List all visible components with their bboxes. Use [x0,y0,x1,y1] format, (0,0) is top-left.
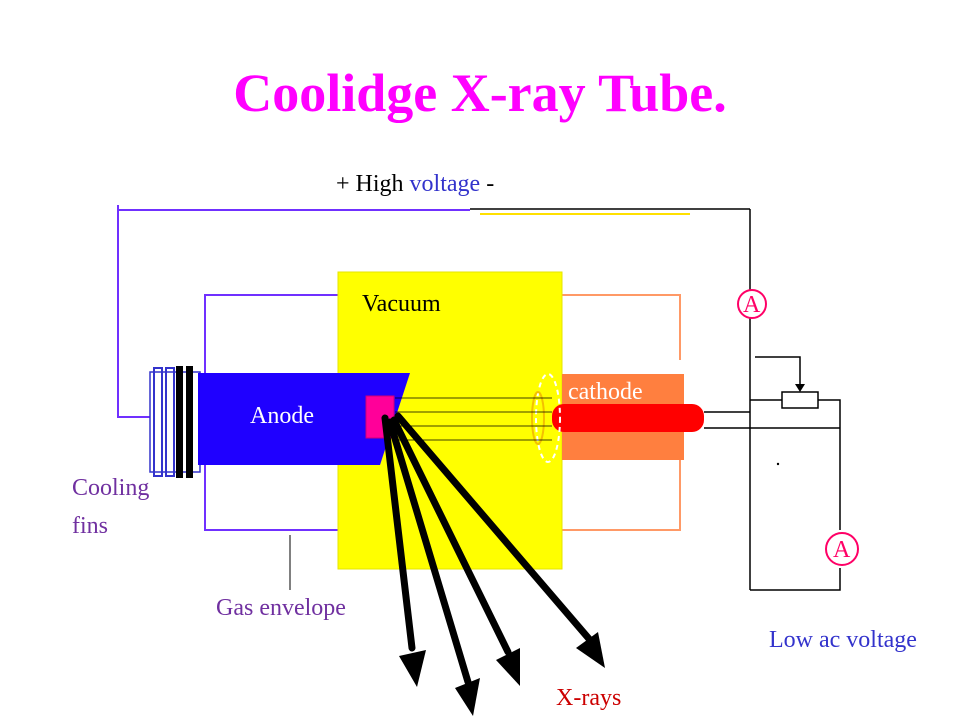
lv-wire-right [818,399,841,530]
cathode-filament [552,404,704,432]
high-voltage-minus: - [486,171,495,197]
lv-dot [776,462,780,466]
xray-arrow-1 [381,414,416,652]
page-title: Coolidge X-ray Tube. [233,63,727,123]
ammeter-bottom-icon [825,532,859,566]
low-ac-voltage-label: Low ac voltage [769,627,917,653]
xray-arrow-2 [386,418,472,686]
cooling-fins-label-line1: Cooling [72,475,150,501]
gas-envelope-label: Gas envelope [216,595,346,621]
rheostat [781,391,819,409]
ammeter-top-label: A [743,292,761,318]
xray-arrowheads [399,632,605,716]
high-voltage-label: + High voltage - [336,172,494,196]
rheostat-arrow [795,384,805,392]
hv-wire-left [117,205,152,418]
vacuum-label: Vacuum [362,291,441,317]
xray-arrow-4 [394,412,594,644]
anode-label: Anode [250,403,314,429]
focusing-cup-inner [531,391,545,445]
xray-arrow-3 [390,416,512,656]
cathode-label: cathode [568,379,643,405]
gas-envelope-right-bottom [560,460,681,531]
xray-arrows [381,412,594,686]
cooling-fins-label-line2: fins [72,513,108,539]
high-voltage-word: voltage [409,171,481,197]
rheostat-slider [755,356,801,390]
gas-envelope-right [560,294,681,360]
xrays-label: X-rays [556,685,622,711]
cooling-fins [149,366,201,478]
lv-wire-bottom [750,568,841,591]
high-voltage-plus: + High [336,171,404,197]
focusing-cup [535,373,561,463]
ammeter-bottom-label: A [833,537,851,563]
ammeter-top-icon [737,289,767,319]
anode-body [198,373,410,465]
